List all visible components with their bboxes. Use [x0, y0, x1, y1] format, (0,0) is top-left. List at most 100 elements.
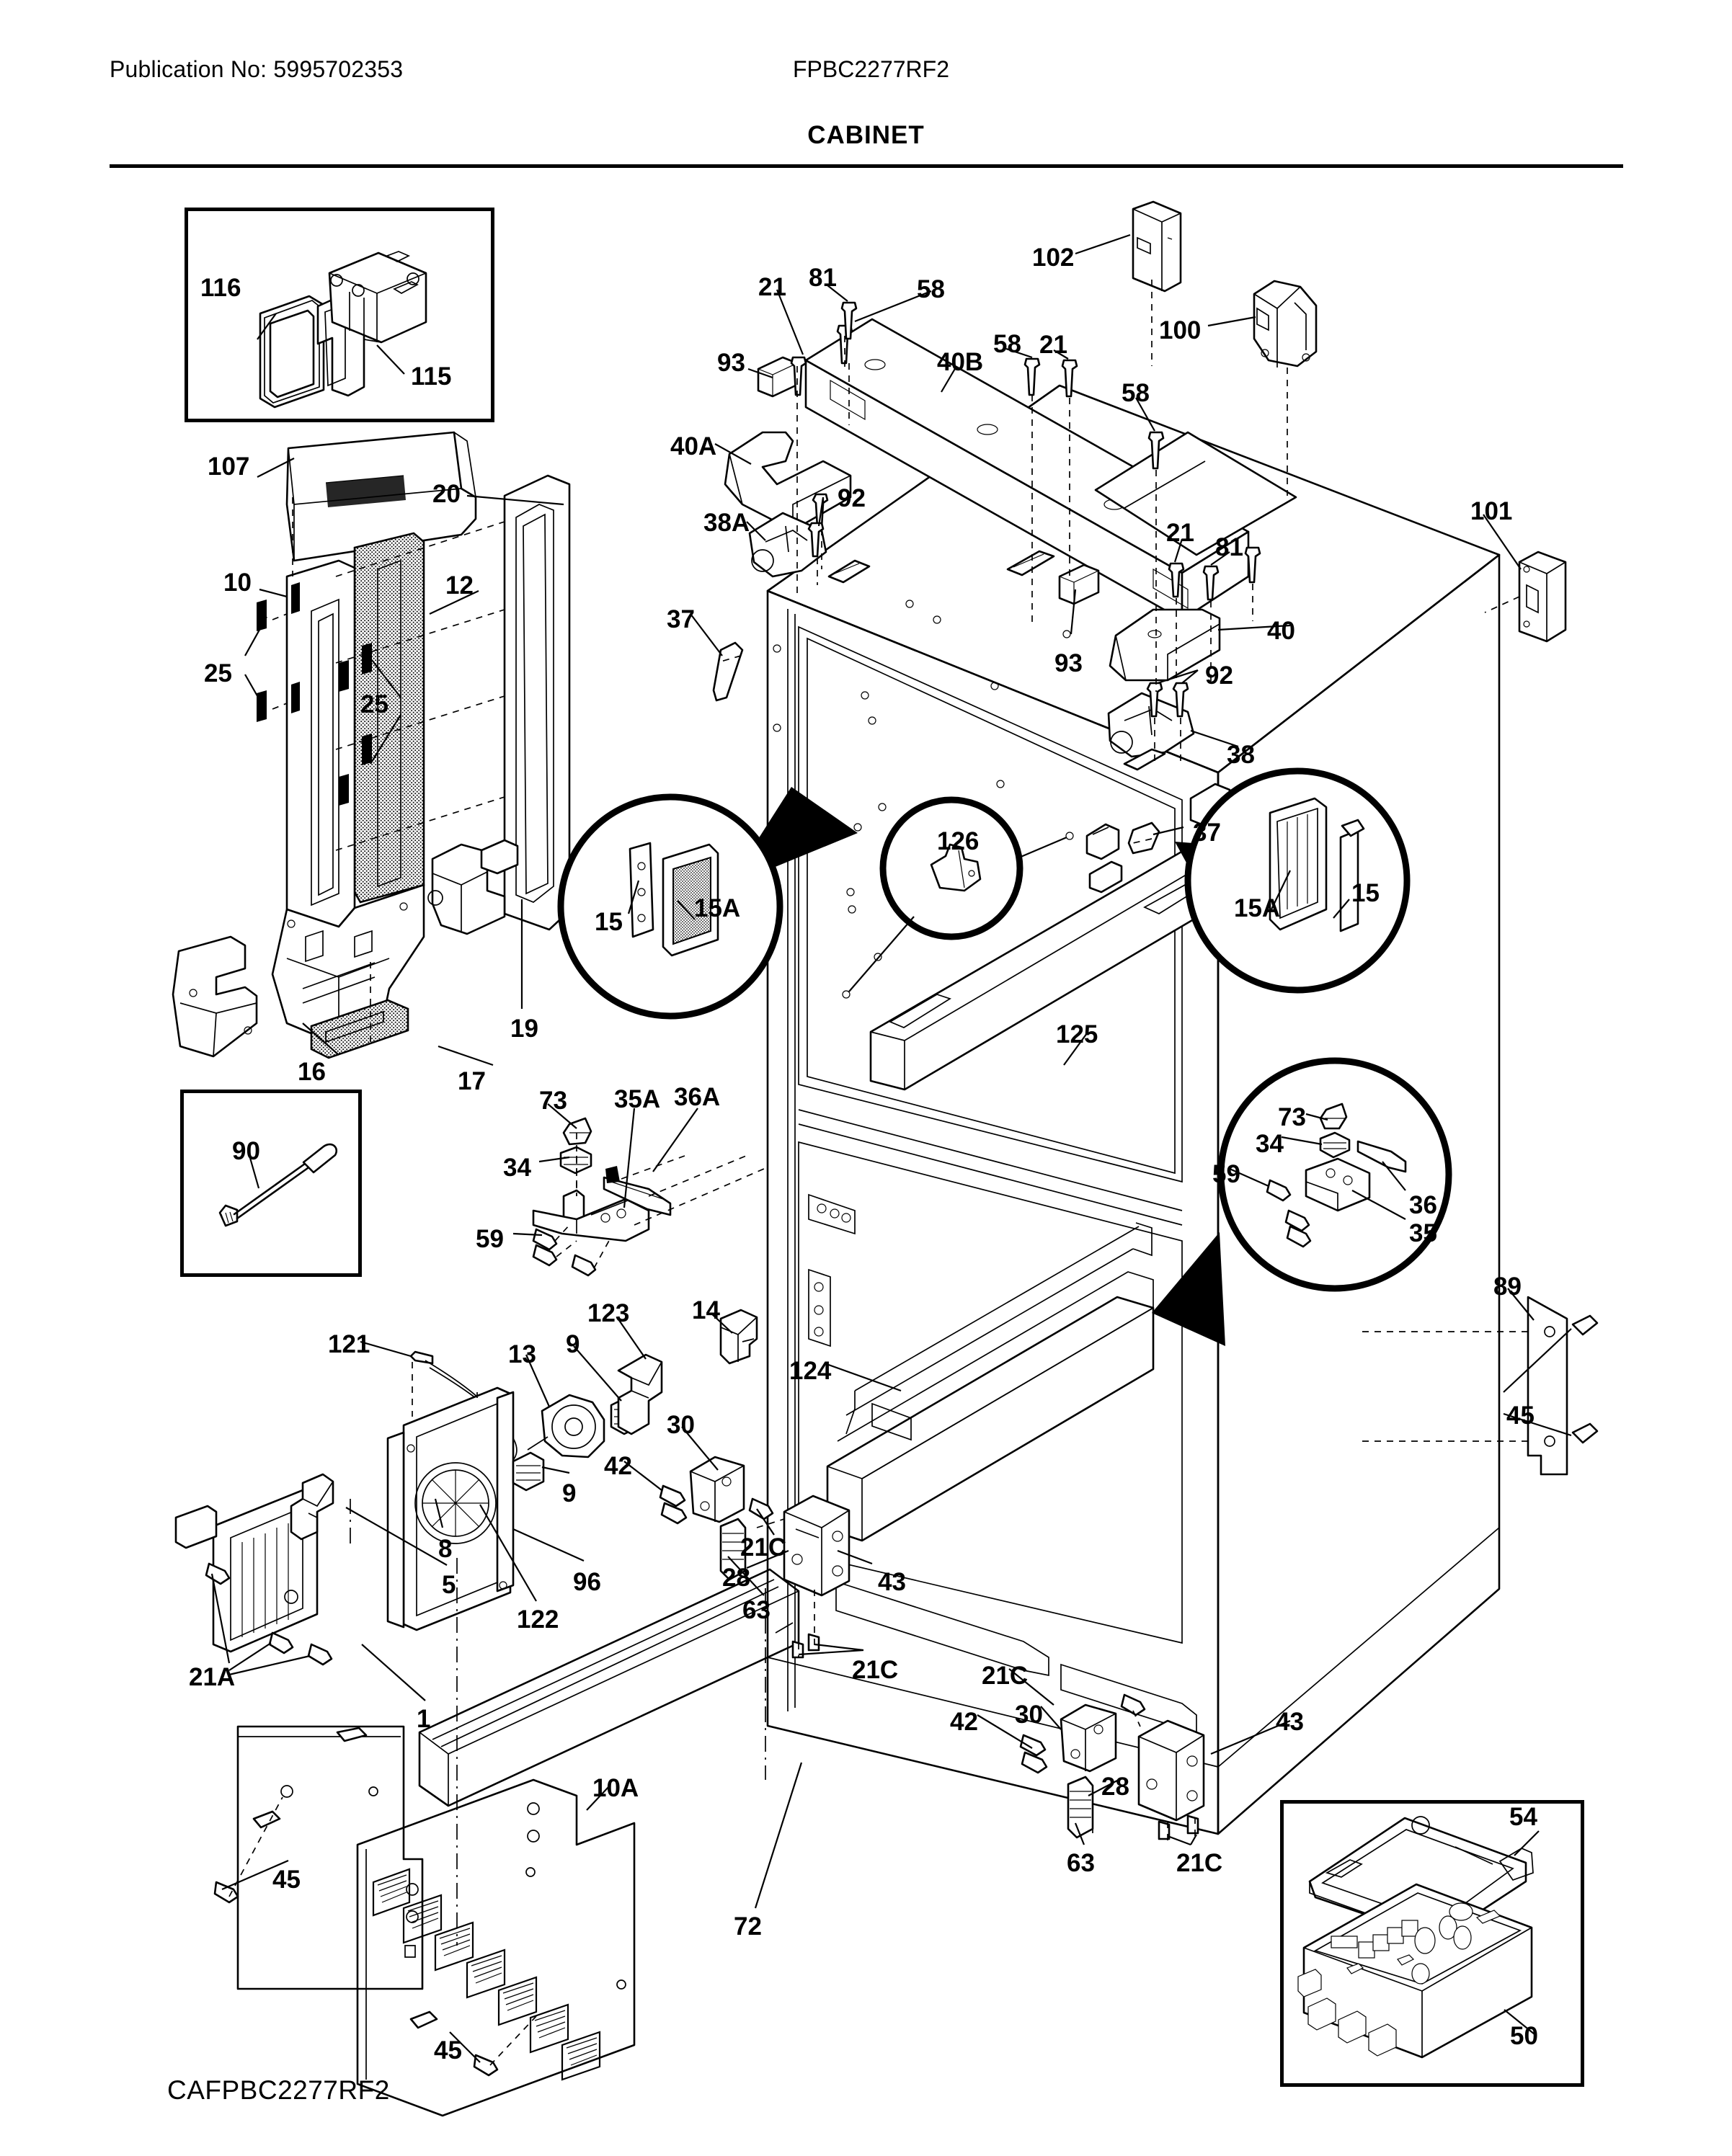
left-air-filter-detail-circle	[557, 787, 858, 1020]
part-callout-93: 93	[1054, 649, 1083, 677]
model-number: FPBC2277RF2	[793, 56, 949, 82]
part-callout-38a: 38A	[703, 509, 750, 537]
left-door-assembly	[172, 431, 571, 1059]
page-title: CABINET	[807, 121, 925, 149]
part-callout-43: 43	[1276, 1708, 1304, 1736]
fastener-screws-top	[790, 301, 1261, 718]
leader-lines	[210, 233, 1572, 2063]
part-callout-15a: 15A	[694, 894, 741, 922]
leveling-and-brackets	[659, 1309, 1205, 1840]
part-callout-59: 59	[476, 1225, 504, 1253]
part-callout-115: 115	[411, 362, 452, 391]
front-face-holes	[773, 644, 1005, 832]
right-air-filter-detail-circle	[1175, 767, 1411, 994]
part-40-hinge-cover	[1109, 608, 1221, 682]
publication-number: Publication No: 5995702353	[110, 56, 404, 82]
part-callout-21: 21	[1039, 331, 1067, 359]
part-callout-90: 90	[232, 1137, 260, 1165]
part-callout-12: 12	[445, 571, 474, 600]
part-19-hinge	[427, 839, 519, 935]
part-1-access-panel	[236, 1725, 424, 1990]
part-callout-123: 123	[587, 1299, 630, 1327]
part-callout-21: 21	[1166, 519, 1194, 547]
part-10A-grille	[252, 1778, 636, 2117]
part-100-hinge-cover	[1253, 280, 1318, 368]
part-callout-37: 37	[1193, 819, 1221, 847]
part-callout-21: 21	[758, 273, 786, 301]
control-board-inset	[1280, 1800, 1584, 2087]
part-callout-72: 72	[734, 1912, 762, 1941]
part-callout-20: 20	[432, 480, 461, 508]
part-callout-89: 89	[1493, 1273, 1522, 1301]
assembly-axes	[228, 280, 1528, 2066]
part-callout-126: 126	[937, 827, 980, 855]
part-callout-15: 15	[595, 908, 623, 936]
lower-hinge-detail-circle	[1152, 1057, 1452, 1346]
part-callout-45: 45	[434, 2036, 462, 2064]
part-callout-125: 125	[1056, 1020, 1098, 1048]
part-25-clips	[257, 582, 372, 806]
part-callout-107: 107	[208, 453, 250, 481]
part-callout-13: 13	[508, 1340, 536, 1368]
part-10-door-panel	[285, 559, 356, 928]
part-callout-40b: 40B	[937, 348, 984, 376]
part-callout-34: 34	[503, 1154, 531, 1182]
part-13-motor	[527, 1394, 605, 1458]
part-callout-37: 37	[667, 605, 695, 633]
thermostat-detail-circle	[842, 796, 1074, 999]
part-45-screws	[213, 1881, 499, 2077]
dispenser-housing-inset	[185, 208, 494, 422]
part-callout-63: 63	[742, 1596, 770, 1624]
part-17-pad	[310, 999, 409, 1059]
part-callout-54: 54	[1509, 1803, 1537, 1831]
part-callout-124: 124	[789, 1357, 832, 1385]
part-callout-36a: 36A	[674, 1083, 721, 1111]
part-callout-30: 30	[667, 1411, 695, 1439]
part-89-panel	[1527, 1296, 1599, 1476]
part-callout-19: 19	[510, 1015, 538, 1043]
part-callout-25: 25	[360, 690, 388, 718]
part-107-trim	[285, 431, 477, 562]
part-callout-92: 92	[838, 484, 866, 512]
part-callout-101: 101	[1470, 497, 1513, 525]
part-callout-21c: 21C	[982, 1662, 1029, 1690]
part-callout-42: 42	[950, 1708, 978, 1736]
header-rule	[110, 164, 1623, 168]
part-callout-5: 5	[442, 1571, 456, 1599]
part-callout-45: 45	[1506, 1402, 1535, 1430]
part-callout-25: 25	[204, 659, 232, 687]
part-callout-73: 73	[539, 1087, 567, 1115]
part-callout-9: 9	[562, 1479, 577, 1507]
part-callout-15a: 15A	[1234, 894, 1281, 922]
part-callout-10a: 10A	[592, 1774, 639, 1802]
part-callout-9: 9	[566, 1330, 580, 1358]
part-5-evaporator	[174, 1473, 334, 1653]
part-callout-45: 45	[272, 1866, 301, 1894]
part-callout-121: 121	[328, 1330, 370, 1358]
part-21A-screws	[205, 1562, 333, 1666]
part-102-cover	[1132, 200, 1182, 293]
part-callout-10: 10	[223, 569, 252, 597]
part-callout-1: 1	[417, 1705, 431, 1733]
part-38A-hinge	[748, 512, 827, 578]
part-callout-102: 102	[1032, 244, 1075, 272]
part-callout-73: 73	[1278, 1103, 1306, 1131]
part-callout-36: 36	[1409, 1191, 1437, 1219]
part-callout-14: 14	[692, 1296, 720, 1324]
part-callout-81: 81	[1215, 533, 1243, 561]
part-callout-96: 96	[573, 1568, 601, 1596]
part-callout-50: 50	[1510, 2022, 1538, 2050]
part-callout-34: 34	[1256, 1130, 1284, 1158]
fan-assembly	[174, 1350, 663, 1653]
part-callout-58: 58	[917, 275, 945, 303]
part-101-bracket	[1518, 551, 1567, 643]
top-face-features	[827, 550, 1071, 690]
part-callout-21c: 21C	[740, 1533, 787, 1562]
part-callout-21c: 21C	[852, 1656, 899, 1684]
part-callout-15: 15	[1351, 879, 1380, 907]
part-callout-58: 58	[1122, 379, 1150, 407]
part-16-trim	[172, 935, 258, 1058]
part-callout-35: 35	[1409, 1219, 1437, 1247]
footer-code: CAFPBC2277RF2	[167, 2075, 390, 2105]
